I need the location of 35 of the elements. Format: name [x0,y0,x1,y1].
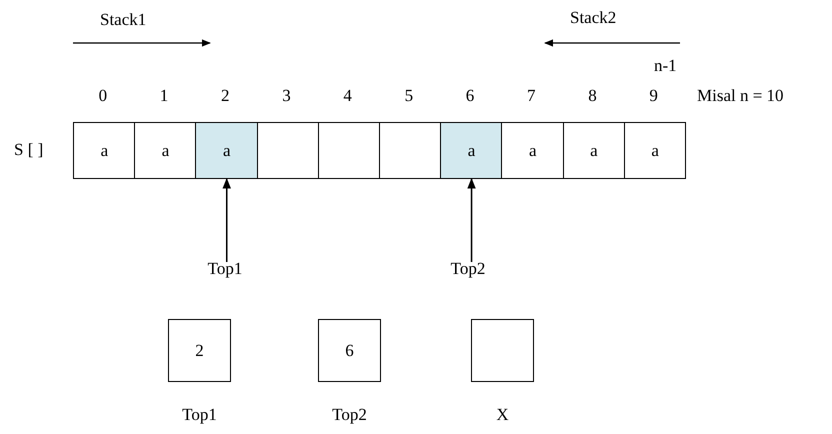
arrow [222,178,231,262]
variable-name: Top2 [331,405,368,425]
array-cell: a [134,122,197,179]
pointer-label: Top2 [437,259,499,279]
index-label: 2 [221,86,230,106]
index-label: 6 [466,86,474,106]
index-label: 5 [404,86,414,106]
arrow [467,178,476,262]
index-label: 1 [160,86,168,106]
array-cell [256,122,320,179]
array-cell: a [195,122,258,179]
array-cell [379,122,442,179]
variable-box: 2 [168,319,231,382]
array-size-note: Misal n = 10 [697,86,784,106]
index-label: n-1 [654,56,677,76]
stack-label: Stack2 [570,8,616,28]
variable-box [471,319,534,382]
variable-name: Top1 [181,405,218,425]
stack-label: Stack1 [100,10,146,30]
pointer-label: Top1 [194,259,256,279]
variable-name: X [495,405,510,425]
index-label: 0 [98,86,108,106]
array-name: S [ ] [14,140,44,160]
array-cell: a [440,122,503,179]
array-cell: a [562,122,626,179]
index-label: 9 [649,86,658,106]
array-cell: a [73,122,136,179]
index-label: 8 [588,86,597,106]
index-label: 4 [343,86,352,106]
array-cell [318,122,380,179]
array-cell: a [501,122,564,179]
index-label: 3 [282,86,291,106]
variable-box: 6 [318,319,381,382]
index-label: 7 [527,86,536,106]
array-cell: a [624,122,686,179]
